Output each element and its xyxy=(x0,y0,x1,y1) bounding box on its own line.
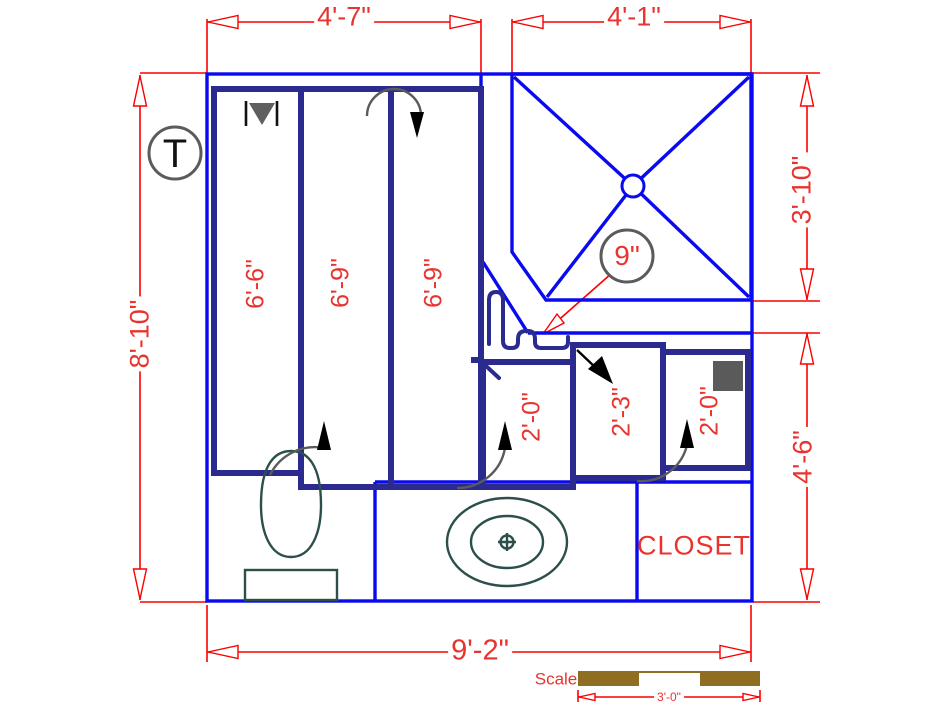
showerhead-symbol xyxy=(244,101,279,126)
niche-square-icon xyxy=(713,361,743,391)
showerhead-icon xyxy=(249,103,275,125)
dim-bottom-label: 9'-2" xyxy=(448,636,512,666)
arrow-right-icon xyxy=(449,14,481,30)
arrow-down-icon xyxy=(132,568,148,600)
sink-basin-inner xyxy=(469,514,545,570)
shower-drain-icon xyxy=(620,173,646,199)
fixtures xyxy=(243,449,569,602)
swing-arrow-shaft xyxy=(576,349,597,369)
arrow-up-icon xyxy=(799,333,815,365)
arrow-diagonal-icon xyxy=(588,356,613,384)
cabinet-3 xyxy=(388,86,484,490)
shower-diagonal xyxy=(545,184,635,299)
stall-left-label: 2'-0" xyxy=(517,392,546,442)
title-mark-circle xyxy=(147,125,203,181)
stall-middle-label: 2'-3" xyxy=(607,387,636,437)
arrow-up-icon xyxy=(498,421,512,450)
arrow-right-icon xyxy=(742,692,760,702)
arrow-up-icon xyxy=(132,75,148,107)
scale-length-label: 3'-0" xyxy=(654,691,684,703)
arrow-left-icon xyxy=(512,14,544,30)
interior-partitions xyxy=(211,86,751,490)
scale-label: Scale xyxy=(534,669,578,689)
arrow-up-icon xyxy=(317,421,331,450)
dimension-arrowheads xyxy=(132,14,815,702)
cabinet-1-label: 6'-6" xyxy=(241,259,270,309)
door-arc xyxy=(636,444,689,483)
arrow-left-icon xyxy=(207,644,239,660)
dim-left-label: 8'-10" xyxy=(125,296,155,372)
corridor-diagonal-wall xyxy=(481,261,530,334)
door-arc xyxy=(268,445,325,476)
shower-diagonal xyxy=(631,184,751,299)
toilet-tank xyxy=(243,568,339,602)
arrow-up-icon xyxy=(799,75,815,107)
arrow-left-icon xyxy=(578,692,596,702)
dim-top-right-label: 4'-1" xyxy=(604,3,664,31)
stall-right xyxy=(660,349,751,471)
step-profile xyxy=(487,289,570,350)
door-arc xyxy=(365,87,423,117)
arrow-up-icon xyxy=(680,419,694,448)
door-swings xyxy=(268,87,689,490)
title-mark-label: T xyxy=(162,132,188,176)
swing-arrows xyxy=(317,112,694,450)
callout-arrowhead-icon xyxy=(542,312,566,335)
step-tick xyxy=(484,364,501,380)
cabinet-2-label: 6'-9" xyxy=(326,258,355,308)
step-detail xyxy=(484,289,570,380)
arrow-right-icon xyxy=(719,14,751,30)
cabinet-3-label: 6'-9" xyxy=(419,258,448,308)
dim-right-upper-label: 3'-10" xyxy=(787,152,817,228)
door-arc xyxy=(456,447,507,490)
closet-label: CLOSET xyxy=(636,530,752,561)
stall-right-label: 2'-0" xyxy=(695,386,724,436)
dim-right-lower-label: 4'-6" xyxy=(788,427,818,487)
step-callout-label: 9" xyxy=(614,240,640,271)
step-callout-circle xyxy=(599,228,655,284)
sink-basin-outer xyxy=(445,496,569,588)
arrow-down-icon xyxy=(799,268,815,300)
arrow-right-icon xyxy=(719,644,751,660)
shower-diagonal xyxy=(512,75,635,188)
shower-pan xyxy=(510,72,753,302)
arrow-left-icon xyxy=(207,14,239,30)
toilet-bowl xyxy=(259,449,323,559)
scale-bar-segment xyxy=(639,673,700,686)
arrow-down-icon xyxy=(410,112,424,138)
shower-diagonal xyxy=(631,75,751,188)
arrow-down-icon xyxy=(799,568,815,600)
dim-top-left-label: 4'-7" xyxy=(314,3,374,31)
outer-walls xyxy=(205,72,754,603)
scale-bar xyxy=(578,671,760,686)
